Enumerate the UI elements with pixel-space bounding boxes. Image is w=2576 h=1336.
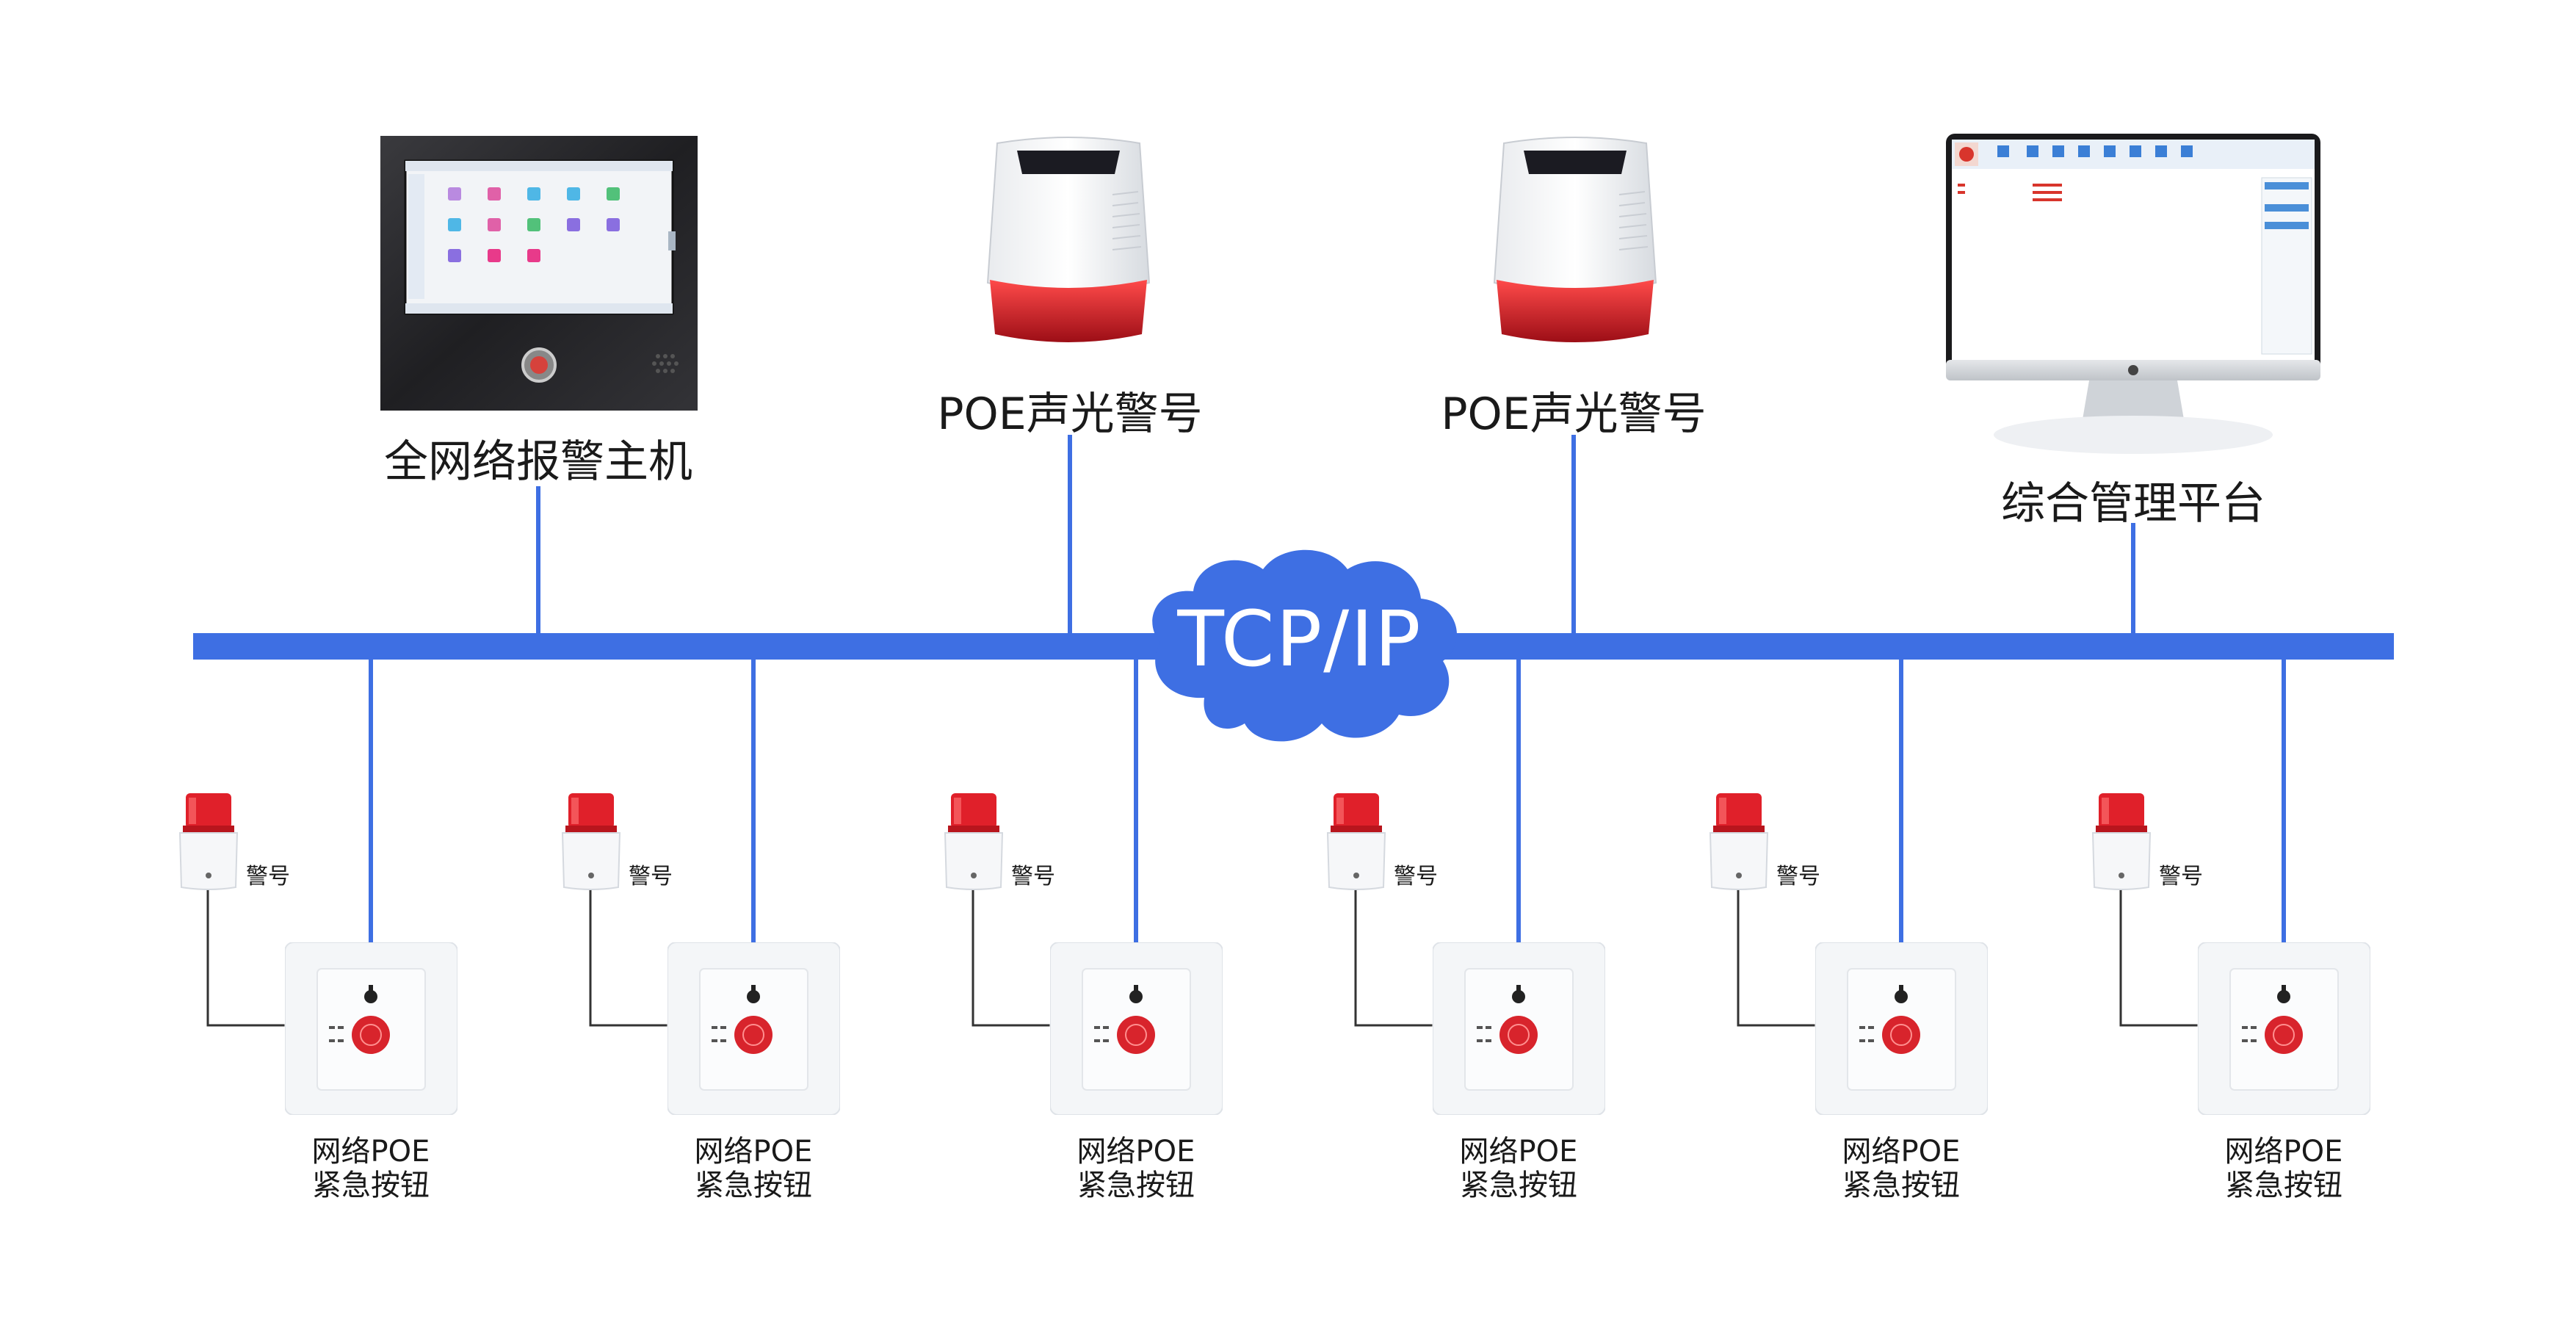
emergency-button-icon <box>2197 942 2370 1115</box>
cloud-icon <box>1152 549 1458 742</box>
button-caption-line2: 紧急按钮 <box>2224 1169 2342 1202</box>
network-label: TCP/IP <box>1177 594 1422 684</box>
device-label-alarm-host: 全网络报警主机 <box>384 436 692 488</box>
monitor-icon <box>1946 134 2320 454</box>
siren-label: 警号 <box>246 864 290 889</box>
button-caption-line1: 网络POE <box>694 1135 813 1169</box>
siren-label: 警号 <box>629 864 673 889</box>
button-caption-line2: 紧急按钮 <box>694 1169 812 1202</box>
emergency-button-icon <box>1815 942 1988 1115</box>
siren-label: 警号 <box>1011 864 1055 889</box>
siren-cable <box>1737 890 1815 1027</box>
emergency-button-icon <box>284 942 457 1115</box>
emergency-button-icon <box>667 942 840 1115</box>
strobe-siren-icon <box>561 793 621 890</box>
button-drop-lines <box>369 660 2286 947</box>
siren-label: 警号 <box>1394 864 1438 889</box>
strobe-siren-icon <box>1709 793 1769 890</box>
siren-cable <box>206 890 285 1027</box>
device-label-siren-2: POE声光警号 <box>1441 389 1707 440</box>
strobe-siren-icon <box>2091 793 2152 890</box>
siren-label: 警号 <box>1776 864 1820 889</box>
button-caption-line1: 网络POE <box>311 1135 430 1169</box>
siren-cable <box>1354 890 1433 1027</box>
outdoor-siren-icon <box>986 137 1151 342</box>
button-caption-line1: 网络POE <box>1842 1135 1961 1169</box>
strobe-siren-icon <box>944 793 1004 890</box>
emergency-button-icon <box>1432 942 1605 1115</box>
siren-cable <box>2119 890 2198 1027</box>
siren-cable <box>972 890 1050 1027</box>
button-caption-line1: 网络POE <box>1077 1135 1195 1169</box>
strobe-siren-icon <box>1326 793 1386 890</box>
button-caption-line2: 紧急按钮 <box>311 1169 430 1202</box>
emergency-button-icon <box>1049 942 1223 1115</box>
device-label-platform: 综合管理平台 <box>2001 478 2265 530</box>
button-caption-line2: 紧急按钮 <box>1842 1169 1960 1202</box>
strobe-siren-icon <box>178 793 239 890</box>
button-caption-line2: 紧急按钮 <box>1459 1169 1577 1202</box>
button-caption-line1: 网络POE <box>2224 1135 2343 1169</box>
button-caption-line2: 紧急按钮 <box>1077 1169 1195 1202</box>
siren-cables <box>206 890 2198 1027</box>
siren-label: 警号 <box>2159 864 2203 889</box>
button-caption-line1: 网络POE <box>1459 1135 1578 1169</box>
device-label-siren-1: POE声光警号 <box>937 389 1203 440</box>
siren-cable <box>589 890 667 1027</box>
alarm-host-panel-icon <box>380 136 698 411</box>
outdoor-siren-icon <box>1493 137 1657 342</box>
